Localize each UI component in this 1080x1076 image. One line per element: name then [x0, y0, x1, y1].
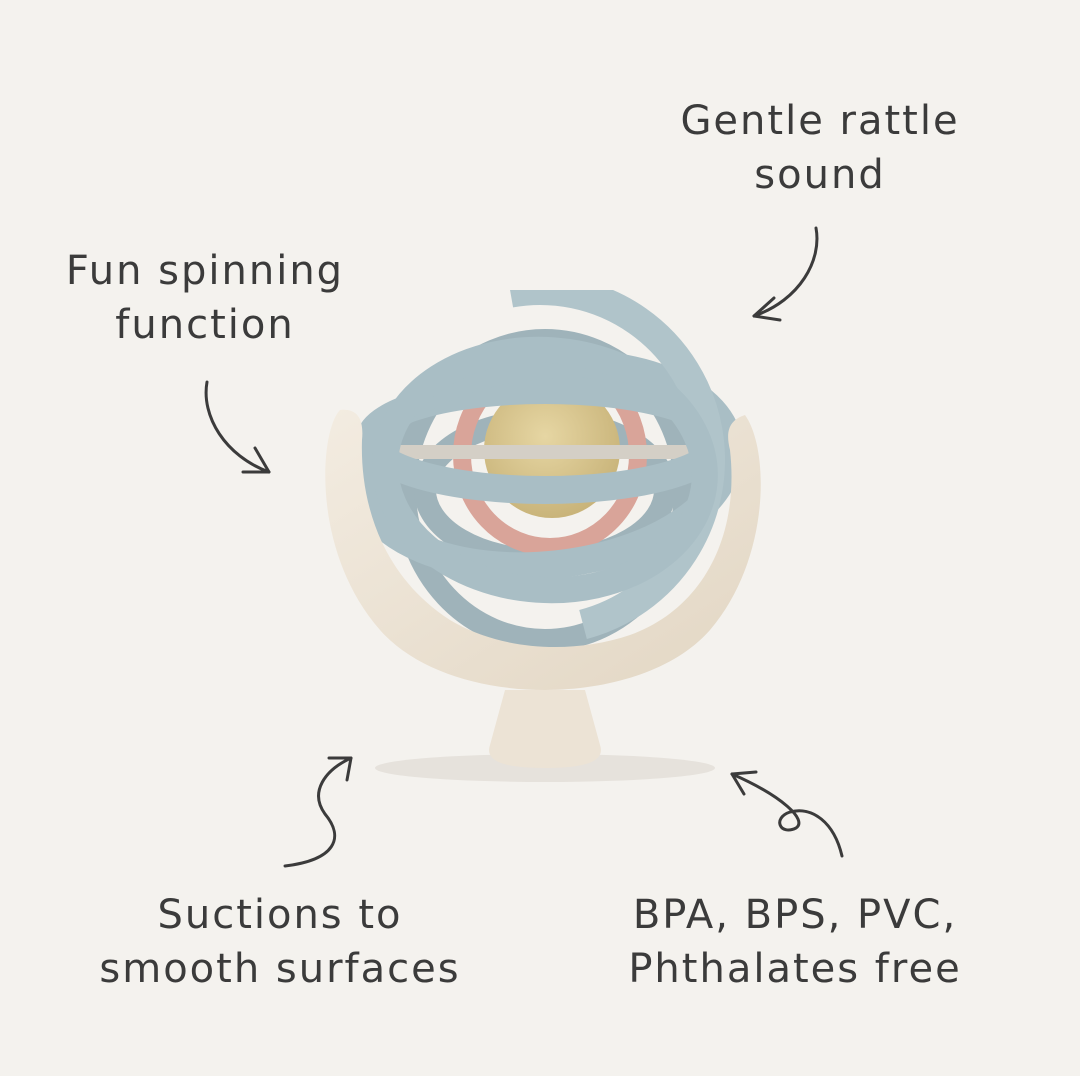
callout-spinning-line2: function	[115, 302, 295, 348]
callout-materials-line2: Phthalates free	[628, 946, 962, 992]
callout-materials-free: BPA, BPS, PVC, Phthalates free	[580, 888, 1010, 996]
callout-spinning-function: Fun spinning function	[40, 244, 370, 352]
callout-suction-line2: smooth surfaces	[99, 946, 461, 992]
callout-suction-line1: Suctions to	[157, 892, 403, 938]
arrow-suction-icon	[283, 756, 353, 868]
arrow-materials-icon	[730, 770, 844, 858]
arrow-rattle-icon	[752, 226, 819, 322]
spinning-rattle-toy-image	[325, 290, 761, 782]
arrow-spinning-icon	[204, 380, 271, 474]
callout-rattle-line2: sound	[754, 152, 886, 198]
callout-rattle-line1: Gentle rattle	[680, 98, 960, 144]
callout-spinning-line1: Fun spinning	[65, 248, 345, 294]
callout-materials-line1: BPA, BPS, PVC,	[632, 892, 958, 938]
callout-suction: Suctions to smooth surfaces	[70, 888, 490, 996]
callout-rattle-sound: Gentle rattle sound	[640, 94, 1000, 202]
